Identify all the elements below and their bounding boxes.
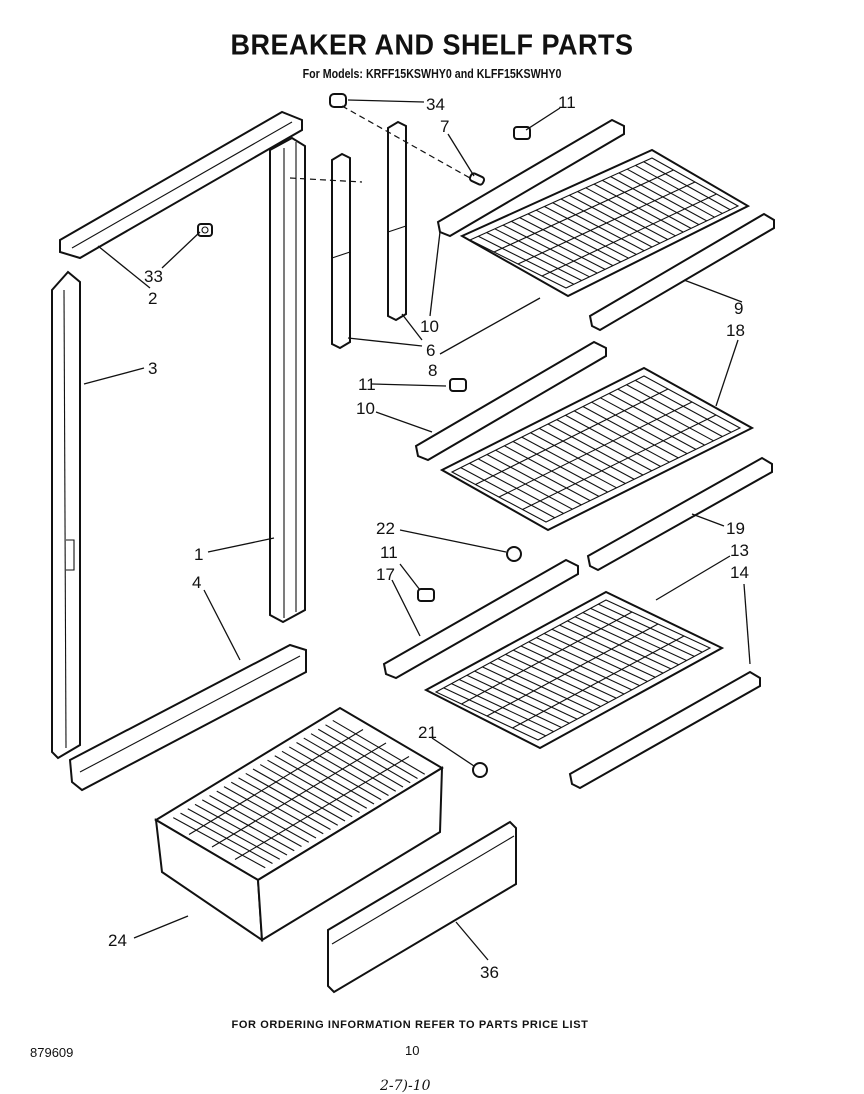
callout-33: 33 — [144, 267, 163, 286]
callout-4: 4 — [192, 573, 201, 592]
callout-labels: 34 11 7 33 2 10 6 8 9 18 3 11 10 22 19 1… — [108, 93, 749, 982]
wire-cross-bar — [475, 388, 669, 485]
callout-36: 36 — [480, 963, 499, 982]
callout-1: 1 — [194, 545, 203, 564]
callout-7: 7 — [440, 117, 449, 136]
part-6-shelf-ladders — [331, 120, 407, 350]
part-10-shelf-rail-middle — [414, 340, 607, 462]
callout-9: 9 — [734, 299, 743, 318]
wire-cross-bar — [522, 414, 717, 510]
callout-11-middle: 11 — [358, 375, 376, 394]
wire-cross-bar — [486, 623, 659, 717]
handwritten-note: 2-7)-10 — [380, 1078, 431, 1094]
callout-24: 24 — [108, 931, 127, 950]
callout-2: 2 — [148, 289, 157, 308]
wire-cross-bar — [211, 742, 387, 848]
part-22-fastener — [506, 546, 522, 562]
callout-21: 21 — [418, 723, 437, 742]
models-subtitle: For Models: KRFF15KSWHY0 and KLFF15KSWHY… — [302, 66, 562, 81]
part-8-wire-shelf-top — [459, 148, 751, 298]
callout-11-bottom: 11 — [380, 543, 398, 562]
callout-10-top: 10 — [420, 317, 439, 336]
part-34-bushing — [329, 93, 347, 108]
part-1-breaker-post — [269, 136, 306, 624]
wire-cross-bar — [498, 401, 693, 498]
wire-cross-bar — [493, 169, 674, 253]
part-19-shelf-rail-middle-front — [586, 456, 773, 572]
part-11-clip-bottom — [417, 588, 435, 602]
part-9-shelf-rail-top-front — [588, 212, 775, 332]
part-33-clip — [197, 223, 213, 237]
callout-10-middle: 10 — [356, 399, 375, 418]
wire-cross-bar — [541, 193, 717, 277]
part-13-wire-shelf-bottom — [423, 590, 725, 750]
ordering-info-note: FOR ORDERING INFORMATION REFER TO PARTS … — [231, 1019, 589, 1031]
callout-3: 3 — [148, 359, 157, 378]
callout-13: 13 — [730, 541, 749, 560]
page-title: BREAKER AND SHELF PARTS — [230, 29, 634, 61]
part-17-shelf-rail-bottom — [382, 558, 579, 680]
callout-19: 19 — [726, 519, 745, 538]
wire-cross-bar — [461, 611, 633, 705]
wire-cross-bar — [512, 635, 685, 729]
callout-14: 14 — [730, 563, 749, 582]
part-7-screw — [468, 172, 486, 186]
part-4-bottom-breaker-trim — [68, 643, 307, 792]
leader-lines — [83, 99, 751, 961]
part-14-shelf-rail-bottom-front — [568, 670, 761, 790]
callout-18: 18 — [726, 321, 745, 340]
wire-cross-bar — [517, 181, 696, 265]
callout-17: 17 — [376, 565, 395, 584]
part-21-fastener — [472, 762, 488, 778]
callout-6: 6 — [426, 341, 435, 360]
wire-cross-bar — [234, 756, 410, 860]
callout-34: 34 — [426, 95, 445, 114]
callout-8: 8 — [428, 361, 437, 380]
part-2-top-breaker-trim — [59, 110, 303, 260]
part-36-front-cover — [327, 820, 517, 994]
callout-11-top: 11 — [558, 93, 576, 112]
callout-22: 22 — [376, 519, 395, 538]
part-18-wire-shelf-middle — [439, 366, 755, 532]
part-24-wire-basket — [154, 706, 444, 942]
document-number: 879609 — [30, 1045, 74, 1060]
part-11-clip-middle — [449, 378, 467, 392]
part-3-left-vertical-trim — [51, 270, 81, 760]
wire-cross-bar — [188, 729, 364, 835]
page-number: 10 — [405, 1043, 420, 1058]
